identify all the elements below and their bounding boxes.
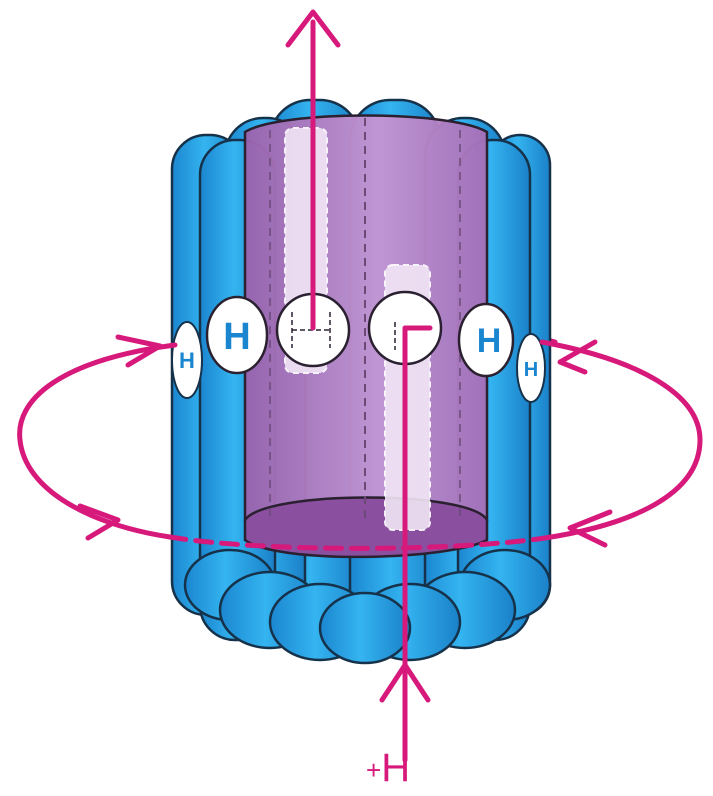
c-ring-lobe [320, 593, 410, 663]
proton-symbol: H [381, 746, 410, 790]
proton-label: +H [366, 748, 410, 790]
rotation-path-right [542, 342, 700, 538]
site-h-letter: H [477, 322, 502, 360]
rotation-path-left [20, 345, 175, 537]
proton-plus-sign: + [366, 755, 381, 785]
site-h-letter: H [179, 348, 195, 373]
site-h-letter: H [223, 316, 250, 358]
site-h-letter: H [524, 359, 538, 381]
